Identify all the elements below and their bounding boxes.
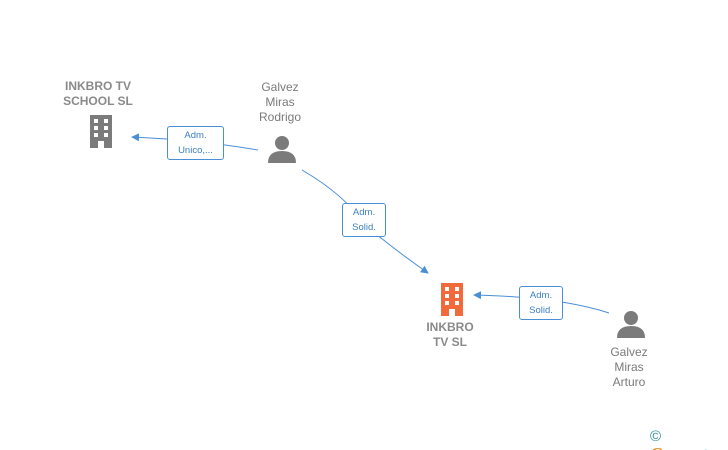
building-icon[interactable] bbox=[436, 282, 468, 316]
company-name-school[interactable]: INKBRO TV SCHOOL SL bbox=[63, 79, 133, 108]
company-name-main[interactable]: INKBRO TV SL bbox=[426, 320, 474, 349]
brand-watermark: © Cmpresia bbox=[650, 428, 728, 450]
person-name-rodrigo[interactable]: Galvez Miras Rodrigo bbox=[258, 80, 302, 124]
edge-label-arturo-main[interactable]: Adm. Solid. bbox=[519, 286, 563, 320]
building-icon[interactable] bbox=[85, 114, 117, 148]
brand-initial: C bbox=[650, 445, 662, 450]
person-icon[interactable] bbox=[267, 134, 297, 164]
person-name-arturo[interactable]: Galvez Miras Arturo bbox=[610, 345, 648, 389]
person-icon[interactable] bbox=[616, 309, 646, 339]
brand-name: mpresia bbox=[662, 448, 715, 450]
copyright-icon: © bbox=[650, 428, 662, 445]
edge-label-rodrigo-school[interactable]: Adm. Unico,... bbox=[167, 126, 224, 160]
edge-label-rodrigo-main[interactable]: Adm. Solid. bbox=[342, 203, 386, 237]
